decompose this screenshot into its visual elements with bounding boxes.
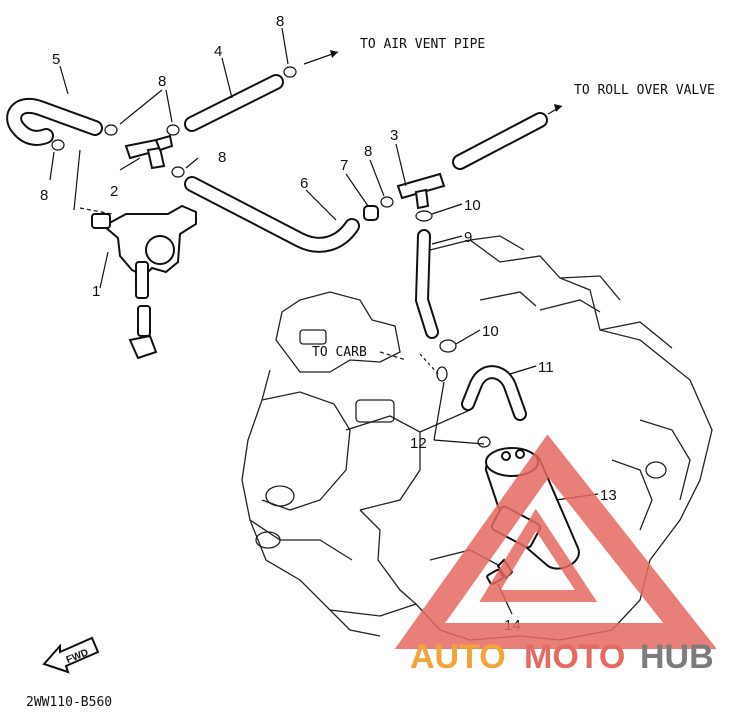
hose-6 [184, 176, 360, 253]
hose-4 [184, 74, 284, 132]
t-fitting-2 [124, 134, 174, 170]
callout-9: 9 [464, 229, 472, 246]
clamp-icons [51, 66, 394, 208]
callout-3: 3 [390, 127, 398, 144]
t-fitting-3 [396, 172, 446, 210]
callout-8: 8 [364, 143, 372, 160]
hose-5 [6, 98, 103, 146]
direction-arrows [303, 50, 563, 115]
label-to-air-vent-pipe: TO AIR VENT PIPE [360, 37, 485, 52]
destination-labels: TO AIR VENT PIPE TO ROLL OVER VALVE TO C… [26, 37, 715, 710]
callout-1: 1 [92, 283, 100, 300]
fwd-arrow-icon: FWD [42, 636, 100, 674]
callout-10: 10 [464, 197, 481, 214]
callout-6: 6 [300, 175, 308, 192]
callout-12: 12 [410, 435, 427, 452]
callout-2: 2 [110, 183, 118, 200]
callout-4: 4 [214, 43, 222, 60]
label-to-roll-over-valve: TO ROLL OVER VALVE [574, 83, 715, 98]
watermark-text-moto: MOTO [524, 638, 625, 676]
hose-9 [414, 229, 439, 339]
callout-11: 11 [538, 359, 554, 376]
callout-8: 8 [218, 149, 226, 166]
callout-13: 13 [600, 487, 617, 504]
callout-8: 8 [276, 13, 284, 30]
hose-rollover [452, 112, 548, 170]
clamp-12-icons [436, 366, 491, 448]
watermark-text-auto: AUTO [410, 638, 506, 676]
cap-7 [363, 205, 379, 221]
engine-outline [241, 235, 713, 641]
callout-8: 8 [40, 187, 48, 204]
callout-10: 10 [482, 323, 499, 340]
hose-11 [461, 365, 527, 421]
label-to-carb: TO CARB [312, 345, 367, 360]
valve-1 [91, 204, 197, 360]
watermark-logo: AUTO MOTO HUB [394, 434, 717, 676]
watermark-text-hub: HUB [640, 638, 714, 676]
callout-7: 7 [340, 157, 348, 174]
part-code: 2WW110-B560 [26, 695, 112, 710]
callout-5: 5 [52, 51, 60, 68]
clamp-10-icons [415, 210, 457, 353]
callout-8: 8 [158, 73, 166, 90]
